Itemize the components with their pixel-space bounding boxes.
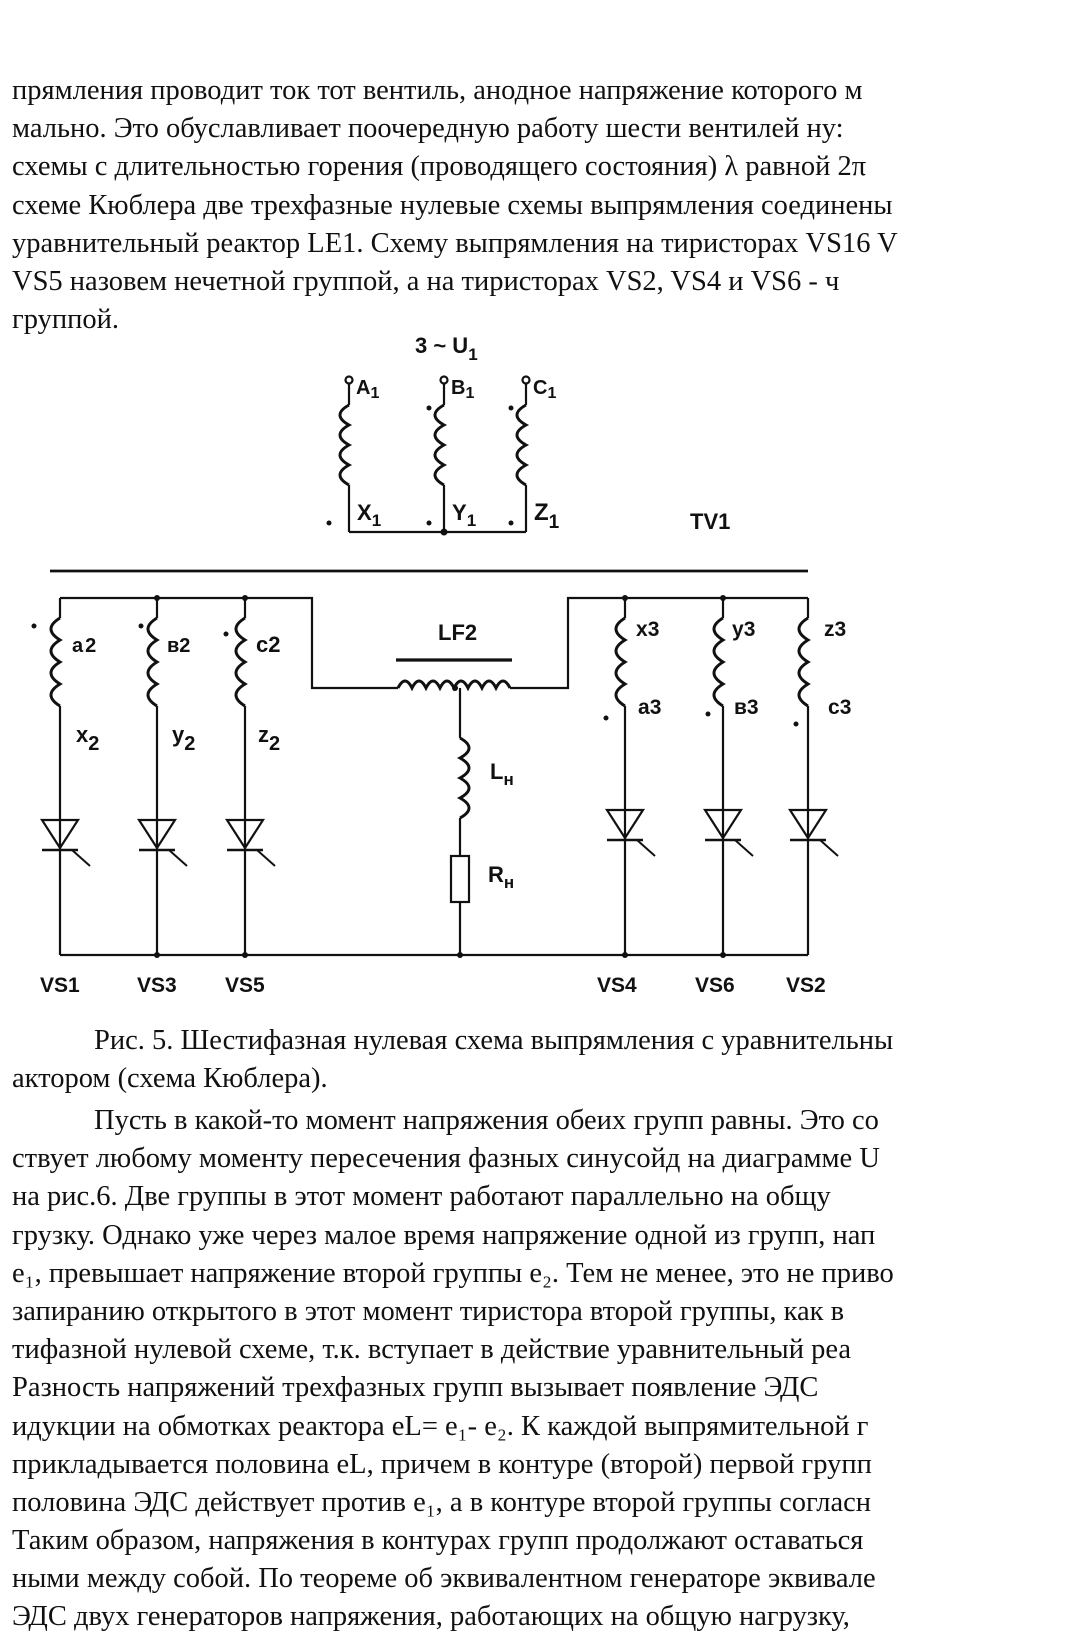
load-resistor: [449, 854, 471, 904]
caption-line: актором (схема Кюблера).: [12, 1063, 328, 1095]
source-label-sub: 1: [468, 345, 477, 364]
thyristor-vs1: [39, 818, 91, 867]
terminal-c1: [521, 375, 531, 385]
svg-text:B1: B1: [451, 377, 474, 402]
terminal-label-b: B: [451, 377, 465, 399]
svg-text:c3: c3: [828, 696, 851, 719]
text-line: тифазной нулевой схеме, т.к. вступает в …: [12, 1334, 851, 1366]
text-line: уравнительный реактор LE1. Схему выпрямл…: [12, 227, 898, 259]
svg-text:Z1: Z1: [534, 499, 560, 533]
text-line: схемы с длительностью горения (проводяще…: [12, 151, 867, 183]
text-line: Пусть в какой-то момент напряжения обеих…: [94, 1105, 879, 1136]
svg-text:x2: x2: [76, 722, 99, 755]
svg-text:y3: y3: [732, 618, 755, 641]
text-line: грузку. Однако уже через малое время нап…: [12, 1219, 876, 1251]
text-line: запиранию открытого в этот момент тирист…: [12, 1295, 845, 1327]
text-line: прикладывается половина eL, причем в кон…: [12, 1448, 872, 1480]
svg-text:в3: в3: [734, 696, 759, 719]
end-label-y: Y: [452, 500, 467, 525]
secondary-coil-z3: [797, 616, 811, 708]
caption-line: Рис. 5. Шестифазная нулевая схема выпрям…: [94, 1025, 894, 1056]
text-line: мально. Это обуславливает поочередную ра…: [12, 113, 844, 145]
svg-text:z3: z3: [824, 618, 846, 641]
secondary-coil-b2: [146, 616, 160, 708]
thyristor-vs5: [224, 818, 276, 867]
thyristor-label-vs2: VS2: [786, 974, 826, 997]
primary-coil-b: [433, 403, 448, 487]
primary-coil-c: [515, 403, 530, 487]
text-line: Разность напряжений трехфазных групп выз…: [12, 1372, 819, 1404]
svg-text:a3: a3: [638, 696, 661, 719]
secondary-coil-a2: [49, 616, 63, 708]
svg-text:x3: x3: [636, 618, 659, 641]
primary-coil-a: [338, 403, 353, 487]
load-resistor-label: R: [488, 862, 504, 887]
load-inductor: [456, 736, 471, 820]
end-label-z: Z: [534, 499, 549, 526]
svg-text:z2: z2: [258, 722, 280, 755]
thyristor-label-vs5: VS5: [225, 974, 265, 997]
reactor-label: LF2: [438, 620, 477, 645]
secondary-coil-y3: [712, 616, 726, 708]
svg-text:a2: a2: [72, 635, 96, 657]
text-line: на рис.6. Две группы в этот момент работ…: [12, 1181, 831, 1213]
text-line: идукции на обмотках реактора eL= e₁- e₂.…: [12, 1410, 869, 1442]
svg-text:c2: c2: [256, 632, 281, 657]
terminal-a1: [344, 375, 354, 385]
thyristor-label-vs3: VS3: [137, 974, 177, 997]
thyristor-label-vs1: VS1: [40, 974, 80, 997]
terminal-b1: [439, 375, 449, 385]
thyristor-vs6: [702, 808, 754, 857]
thyristor-vs4: [604, 808, 656, 857]
text-line: VS5 назовем нечетной группой, а на тирис…: [12, 265, 840, 297]
thyristor-vs3: [136, 818, 188, 867]
terminal-label-a: A: [356, 377, 370, 399]
text-line: прямления проводит ток тот вентиль, анод…: [12, 75, 863, 106]
svg-text:Rн: Rн: [488, 862, 514, 892]
text-line: Таким образом, напряжения в контурах гру…: [12, 1525, 864, 1557]
text-line: ствует любому моменту пересечения фазных…: [12, 1143, 880, 1175]
thyristor-vs2: [787, 808, 839, 857]
thyristor-label-vs6: VS6: [695, 974, 735, 997]
load-inductor-label: L: [490, 759, 503, 784]
text-line: ЭДС двух генераторов напряжения, работаю…: [12, 1601, 850, 1633]
text-line: половина ЭДС действует против e₁, а в ко…: [12, 1486, 871, 1518]
svg-text:Y1: Y1: [452, 500, 476, 530]
svg-text:y2: y2: [172, 722, 195, 755]
figure-caption: Рис. 5. Шестифазная нулевая схема выпрям…: [12, 1022, 893, 1098]
terminal-label-c: C: [533, 377, 547, 399]
text-line: группой.: [12, 304, 119, 336]
text-line: схеме Кюблера две трехфазные нулевые схе…: [12, 189, 893, 221]
thyristor-label-vs4: VS4: [597, 974, 637, 997]
svg-text:Lн: Lн: [490, 759, 514, 789]
secondary-coil-x3: [614, 616, 628, 708]
kubler-circuit-diagram: 3 ~ U1 A1 B1 C1 X1 Y1 Z1 TV1: [31, 333, 851, 997]
svg-text:в2: в2: [167, 635, 190, 657]
svg-text:C1: C1: [533, 377, 556, 402]
svg-text:A1: A1: [356, 377, 379, 402]
paragraph-bottom: Пусть в какой-то момент напряжения обеих…: [12, 1102, 894, 1637]
secondary-coil-c2: [234, 616, 248, 708]
svg-text:X1: X1: [357, 500, 381, 530]
text-line: e₁, превышает напряжение второй группы e…: [12, 1257, 894, 1289]
transformer-label: TV1: [690, 509, 730, 534]
end-label-x: X: [357, 500, 372, 525]
text-line: ными между собой. По теореме об эквивале…: [12, 1563, 876, 1595]
source-label: 3 ~ U: [415, 333, 468, 358]
paragraph-top: прямления проводит ток тот вентиль, анод…: [12, 72, 898, 339]
svg-text:3 ~ U1: 3 ~ U1: [415, 333, 478, 364]
